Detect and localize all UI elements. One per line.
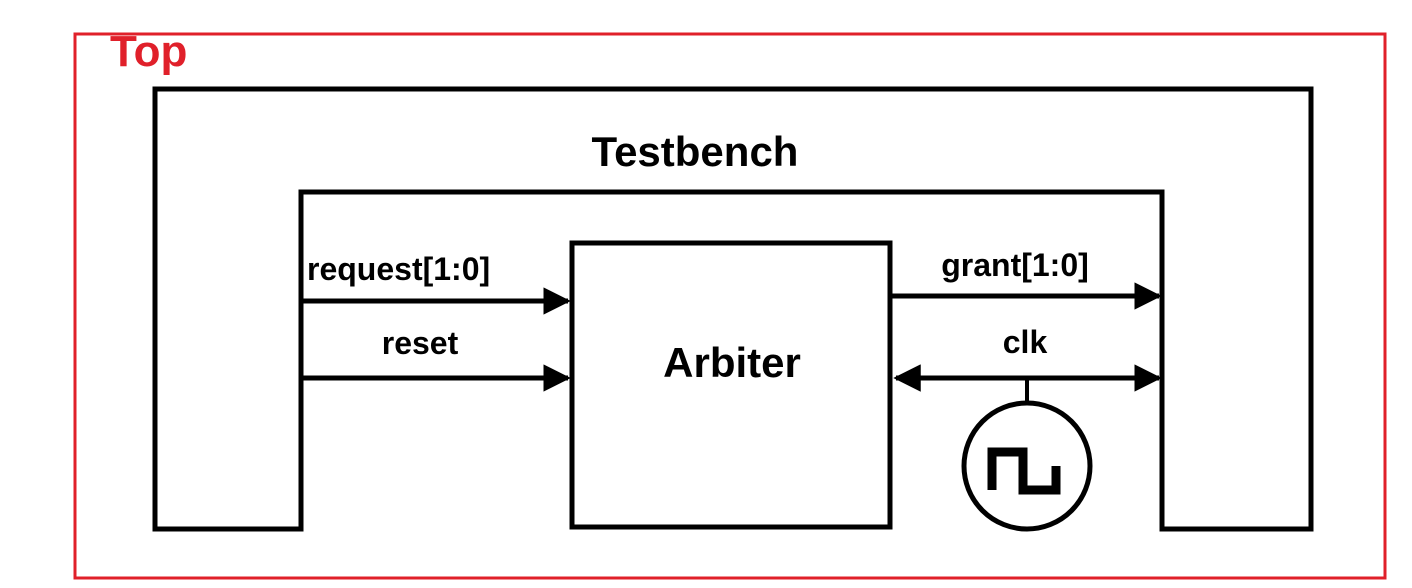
- top-frame: [73, 32, 1387, 580]
- testbench-label: Testbench: [592, 128, 799, 175]
- square-wave-clock-icon: [961, 400, 1093, 532]
- arbiter-label: Arbiter: [663, 339, 801, 386]
- top-label: Top: [110, 27, 187, 76]
- request-label: request[1:0]: [307, 251, 490, 287]
- testbench-outline: [152, 86, 1314, 532]
- clk-label: clk: [1003, 324, 1048, 360]
- arbiter-block: [569, 240, 893, 530]
- grant-label: grant[1:0]: [941, 247, 1089, 283]
- reset-label: reset: [382, 325, 459, 361]
